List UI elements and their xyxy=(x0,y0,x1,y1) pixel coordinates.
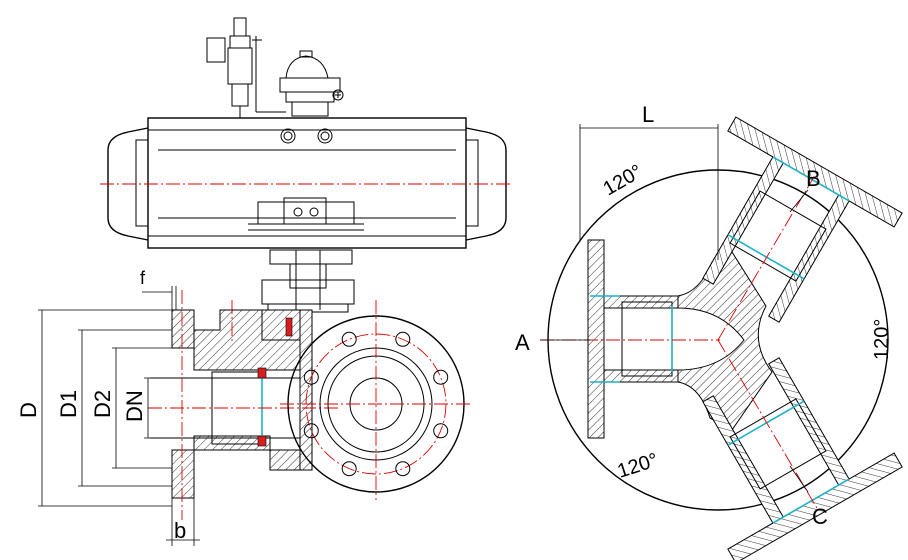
dim-label-d1: D1 xyxy=(56,390,81,418)
dim-label-d: D xyxy=(16,402,41,418)
bolt-hole xyxy=(395,331,411,347)
bolt-hole xyxy=(433,369,449,385)
left-view: D D1 D2 DN f b xyxy=(16,17,512,546)
angle-label-top: 120° xyxy=(600,161,647,201)
flange-bolt-holes xyxy=(303,331,449,477)
dim-label-d2: D2 xyxy=(90,390,115,418)
dimension-l xyxy=(579,124,719,260)
bolt-hole xyxy=(395,461,411,477)
bolt-hole xyxy=(303,369,319,385)
port-c xyxy=(702,357,903,560)
bolt-hole xyxy=(341,331,357,347)
port-a xyxy=(587,239,680,439)
port-b xyxy=(702,116,903,323)
angle-label-bottom: 120° xyxy=(615,449,661,483)
limit-switch-box xyxy=(279,50,344,117)
bolt-hole xyxy=(341,461,357,477)
dim-label-l: L xyxy=(642,102,654,127)
valve-body-section xyxy=(148,290,338,520)
dim-label-b: b xyxy=(174,518,186,543)
pneumatic-actuator xyxy=(100,117,512,249)
bolt-hole xyxy=(303,423,319,439)
central-body xyxy=(677,251,773,431)
bolt-hole xyxy=(433,423,449,439)
port-label-a: A xyxy=(515,330,530,355)
right-view: L A B C 120° 120° 120° xyxy=(515,102,903,560)
dim-label-dn: DN xyxy=(122,390,147,422)
mounting-bracket xyxy=(261,249,355,313)
port-label-b: B xyxy=(806,166,821,191)
filter-regulator xyxy=(206,17,286,118)
side-flange xyxy=(280,300,472,500)
dim-label-f: f xyxy=(140,268,146,288)
angle-label-right: 120° xyxy=(871,319,893,360)
port-label-c: C xyxy=(812,504,828,529)
dimension-lines xyxy=(38,286,200,546)
